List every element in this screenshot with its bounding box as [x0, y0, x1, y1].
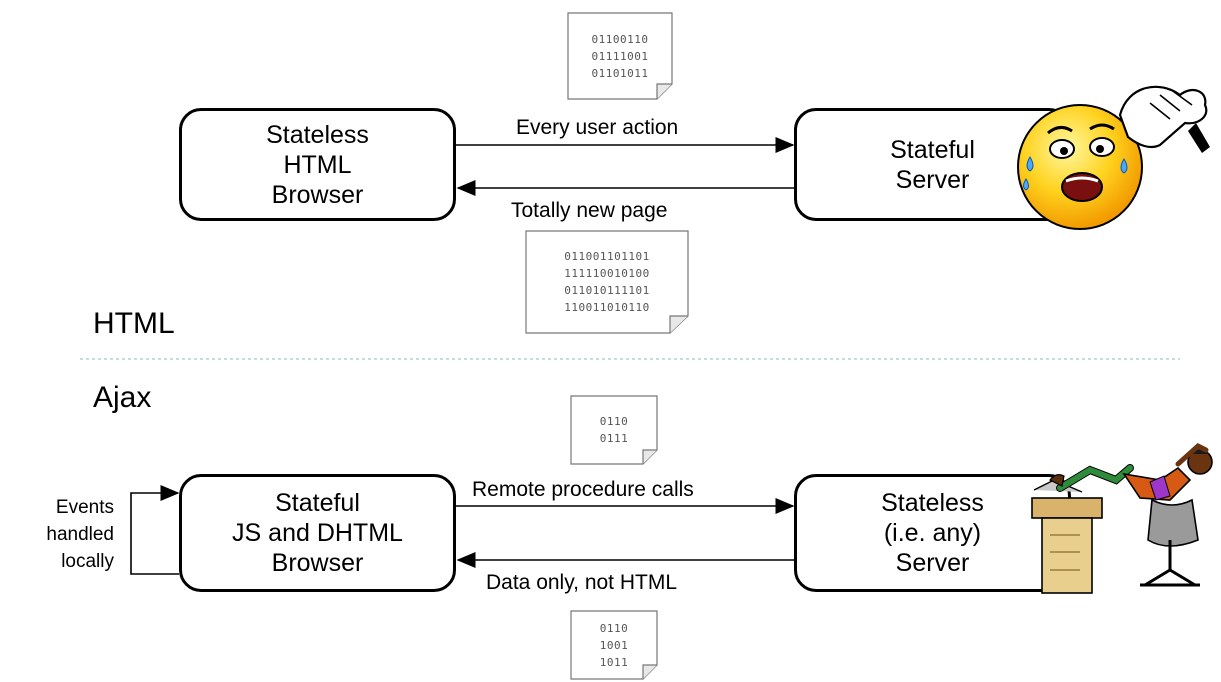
stateless-server-box: Stateless (i.e. any) Server: [794, 474, 1071, 592]
events-loop-arrow: [130, 485, 180, 575]
stateful-server-box: Stateful Server: [794, 108, 1071, 221]
stateful-js-dhtml-browser-box: Stateful JS and DHTML Browser: [179, 474, 456, 592]
stateless-html-browser-box: Stateless HTML Browser: [179, 108, 456, 221]
ajax-section-label: Ajax: [93, 381, 152, 414]
html-request-doc: 01100110 01111001 01101011: [567, 12, 673, 100]
ajax-request-doc: 0110 0111: [570, 395, 658, 465]
relaxed-person-icon: [1031, 443, 1213, 594]
ajax-response-doc: 0110 1001 1011: [570, 610, 658, 680]
events-handled-locally-label: Events handled locally: [46, 497, 114, 572]
html-section-label: HTML: [93, 307, 175, 340]
stressed-face-icon: [1017, 85, 1210, 230]
ajax-request-label: Remote procedure calls: [472, 478, 694, 501]
html-request-label: Every user action: [516, 116, 679, 139]
html-response-label: Totally new page: [511, 199, 668, 222]
ajax-response-label: Data only, not HTML: [486, 571, 678, 594]
html-response-doc: 011001101101 111110010100 011010111101 1…: [525, 230, 689, 334]
